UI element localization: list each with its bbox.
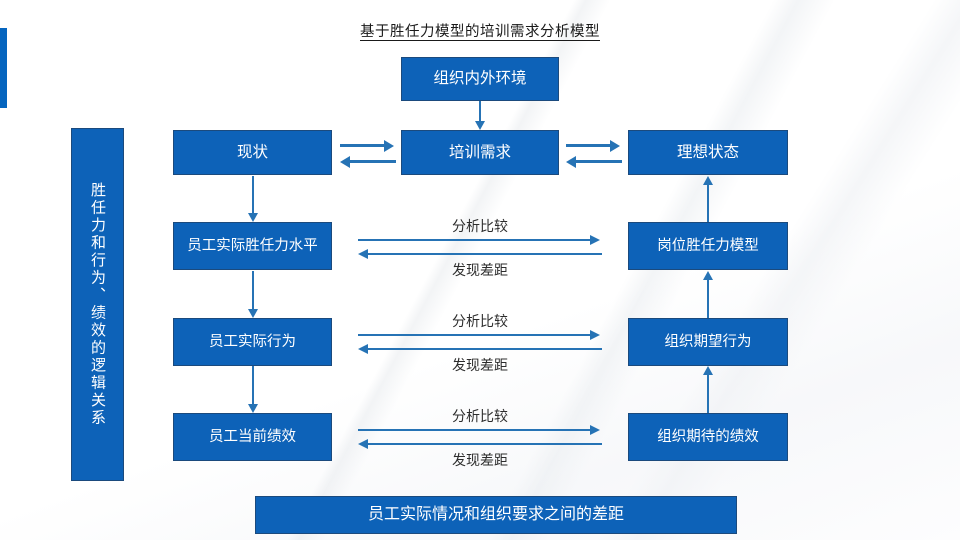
arrow-analyze-right	[358, 235, 602, 245]
compare-label-top: 分析比较	[452, 410, 508, 425]
compare-label-bottom: 发现差距	[452, 359, 508, 374]
side-label-box: 胜任力和行为、绩效的逻辑关系	[71, 128, 124, 481]
node-expected-performance[interactable]: 组织期待的绩效	[628, 413, 788, 461]
compare-group-behavior: 分析比较 发现差距	[358, 311, 602, 375]
node-actual-competency[interactable]: 员工实际胜任力水平	[173, 222, 332, 270]
compare-label-bottom: 发现差距	[452, 264, 508, 279]
compare-group-performance: 分析比较 发现差距	[358, 406, 602, 470]
compare-label-top: 分析比较	[452, 220, 508, 235]
node-position-model[interactable]: 岗位胜任力模型	[628, 222, 788, 270]
arrow-gap-left	[358, 344, 602, 354]
arrow-gap-left	[358, 249, 602, 259]
arrow-gap-left	[358, 439, 602, 449]
arrow-expected-behavior-to-model	[701, 271, 715, 318]
compare-group-competency: 分析比较 发现差距	[358, 216, 602, 280]
arrow-analyze-right	[358, 330, 602, 340]
compare-label-top: 分析比较	[452, 315, 508, 330]
arrow-analyze-right	[358, 425, 602, 435]
node-expected-behavior[interactable]: 组织期望行为	[628, 318, 788, 366]
arrow-position-model-to-ideal	[701, 176, 715, 222]
node-ideal-state[interactable]: 理想状态	[628, 130, 788, 175]
arrow-behavior-to-performance	[246, 366, 260, 413]
arrow-current-to-competency	[246, 176, 260, 222]
arrow-environment-to-need	[473, 101, 487, 130]
arrow-competency-to-behavior	[246, 271, 260, 318]
node-environment[interactable]: 组织内外环境	[401, 57, 559, 101]
page-title: 基于胜任力模型的培训需求分析模型	[360, 24, 600, 40]
node-gap-summary[interactable]: 员工实际情况和组织要求之间的差距	[255, 496, 737, 534]
accent-bar	[0, 28, 7, 108]
node-current-state[interactable]: 现状	[173, 130, 332, 175]
node-actual-behavior[interactable]: 员工实际行为	[173, 318, 332, 366]
arrow-pair-need-ideal	[566, 138, 622, 168]
arrow-expected-performance-to-behavior	[701, 366, 715, 413]
node-training-need[interactable]: 培训需求	[401, 130, 559, 175]
compare-label-bottom: 发现差距	[452, 454, 508, 469]
node-current-performance[interactable]: 员工当前绩效	[173, 413, 332, 461]
side-label-text: 胜任力和行为、绩效的逻辑关系	[89, 182, 106, 427]
arrow-pair-current-need	[340, 138, 396, 168]
